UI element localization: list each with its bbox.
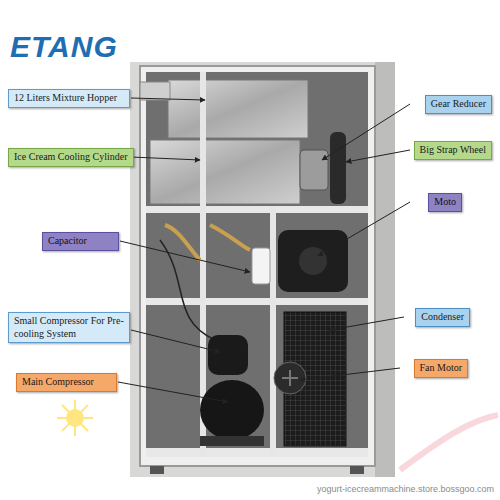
- swoosh-decoration: [400, 415, 498, 470]
- callout-box: Moto: [428, 193, 462, 212]
- callout-text: 12 Liters Mixture Hopper: [14, 92, 124, 105]
- photo-ground: [130, 62, 395, 477]
- leader-line: [120, 241, 250, 272]
- main-compressor: [200, 380, 264, 440]
- strap-wheel: [330, 132, 346, 204]
- brand-logo: ETANG: [10, 30, 118, 64]
- callout-box: Fan Motor: [414, 359, 469, 378]
- callout-text: Gear Reducer: [431, 98, 486, 111]
- callout-text: Capacitor: [48, 235, 113, 248]
- callout-text: Moto: [434, 196, 456, 209]
- frame-interior: [146, 72, 368, 457]
- fan-motor: [274, 362, 306, 394]
- sun-decoration: [57, 400, 93, 436]
- leader-line: [322, 104, 410, 160]
- callout-text: Big Strap Wheel: [420, 144, 486, 157]
- leader-line: [300, 368, 400, 380]
- callout-box: 12 Liters Mixture Hopper: [8, 89, 130, 108]
- shelf: [146, 298, 368, 305]
- leader-lines: [118, 98, 410, 402]
- callout-box: Small Compressor For Pre-cooling System: [8, 312, 130, 343]
- leader-line: [131, 157, 200, 160]
- fan-blade: [282, 370, 298, 386]
- callout-text: Ice Cream Cooling Cylinder: [14, 151, 128, 164]
- callout-text: Main Compressor: [22, 376, 111, 389]
- callout-box: Capacitor: [42, 232, 119, 251]
- caster: [350, 466, 364, 474]
- leader-line: [118, 382, 228, 402]
- leader-line: [131, 98, 205, 100]
- wire: [160, 240, 215, 340]
- callout-text: Fan Motor: [420, 362, 463, 375]
- callout-box: Ice Cream Cooling Cylinder: [8, 148, 134, 167]
- callout-box: Gear Reducer: [425, 95, 492, 114]
- machine-frame: [140, 66, 375, 466]
- hopper: [168, 80, 308, 138]
- small-compressor: [208, 335, 248, 375]
- leader-line: [318, 202, 410, 256]
- compressor-feet: [200, 436, 264, 446]
- hopper-lid: [140, 82, 170, 100]
- callout-box: Condenser: [415, 308, 470, 327]
- leader-line: [131, 330, 220, 352]
- shelf: [146, 206, 368, 213]
- post: [270, 206, 276, 456]
- watermark: yogurt-icecreammachine.store.bossgoo.com: [317, 484, 494, 494]
- caster: [150, 466, 164, 474]
- leader-line: [346, 150, 410, 162]
- capacitor: [252, 248, 270, 284]
- motor: [278, 230, 348, 292]
- callout-box: Main Compressor: [16, 373, 117, 392]
- motor-end: [299, 247, 327, 275]
- callout-text: Small Compressor For Pre-cooling System: [14, 315, 124, 340]
- gear-reducer: [300, 150, 328, 190]
- callout-box: Big Strap Wheel: [414, 141, 492, 160]
- cooling-cylinder: [150, 140, 300, 204]
- base: [146, 448, 368, 457]
- leader-line: [330, 317, 404, 330]
- callout-text: Condenser: [421, 311, 464, 324]
